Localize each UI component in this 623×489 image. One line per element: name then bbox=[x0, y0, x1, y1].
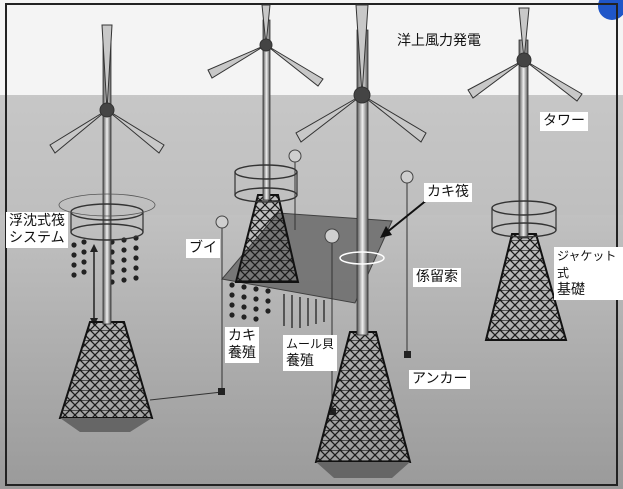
turbine-front-base bbox=[316, 462, 410, 478]
label-anchor: アンカー bbox=[409, 370, 471, 389]
turbine-right bbox=[467, 7, 583, 341]
label-oyster-farming-line2: 養殖 bbox=[228, 345, 256, 361]
label-mussel-farming-line1: ムール貝 bbox=[286, 337, 335, 351]
sea-surface-band bbox=[0, 95, 623, 215]
label-mooring-line: 係留索 bbox=[413, 268, 461, 287]
label-mussel-farming-line2: 養殖 bbox=[286, 353, 314, 369]
buoy-4 bbox=[400, 170, 414, 184]
mooring-line-bottom-left bbox=[149, 391, 223, 401]
turbine-back-rotor bbox=[207, 4, 324, 87]
turbine-right-rotor bbox=[467, 7, 583, 102]
label-jacket-foundation-line1: ジャケット式 bbox=[557, 249, 617, 280]
label-oyster-raft: カキ筏 bbox=[424, 183, 472, 202]
label-jacket-foundation: ジャケット式 基礎 bbox=[554, 247, 623, 300]
turbine-back-jacket bbox=[234, 194, 300, 283]
label-jacket-foundation-line2: 基礎 bbox=[557, 282, 585, 298]
mooring-lines bbox=[149, 160, 408, 412]
oyster-strings-raft bbox=[229, 282, 271, 322]
label-mussel-farming: ムール貝 養殖 bbox=[283, 335, 338, 371]
turbine-front-rotor bbox=[295, 4, 427, 143]
buoys bbox=[215, 149, 414, 244]
buoy-1 bbox=[215, 215, 229, 229]
label-tower: タワー bbox=[540, 112, 588, 131]
anchor-1 bbox=[218, 388, 225, 395]
diagram-title: 洋上風力発電 bbox=[397, 33, 481, 49]
buoy-3 bbox=[324, 228, 340, 244]
mussel-ropes bbox=[283, 294, 325, 328]
raft-pointer-head bbox=[380, 226, 392, 238]
depth-arrow-head-up bbox=[90, 244, 98, 252]
turbine-left-rotor bbox=[49, 24, 165, 154]
buoy-2 bbox=[288, 149, 302, 163]
turbine-back bbox=[207, 4, 324, 283]
label-floating-raft-system-line1: 浮沈式筏 bbox=[9, 213, 65, 229]
label-floating-raft-system: 浮沈式筏 システム bbox=[6, 212, 68, 248]
turbine-front bbox=[295, 4, 427, 478]
turbine-left bbox=[49, 24, 165, 432]
turbine-left-base bbox=[60, 418, 152, 432]
label-oyster-farming-line1: カキ bbox=[228, 328, 256, 344]
turbine-right-tower bbox=[518, 39, 529, 239]
label-buoy: ブイ bbox=[186, 239, 220, 258]
label-oyster-farming: カキ 養殖 bbox=[225, 327, 259, 363]
anchor-3 bbox=[404, 351, 411, 358]
label-floating-raft-system-line2: システム bbox=[9, 230, 65, 246]
